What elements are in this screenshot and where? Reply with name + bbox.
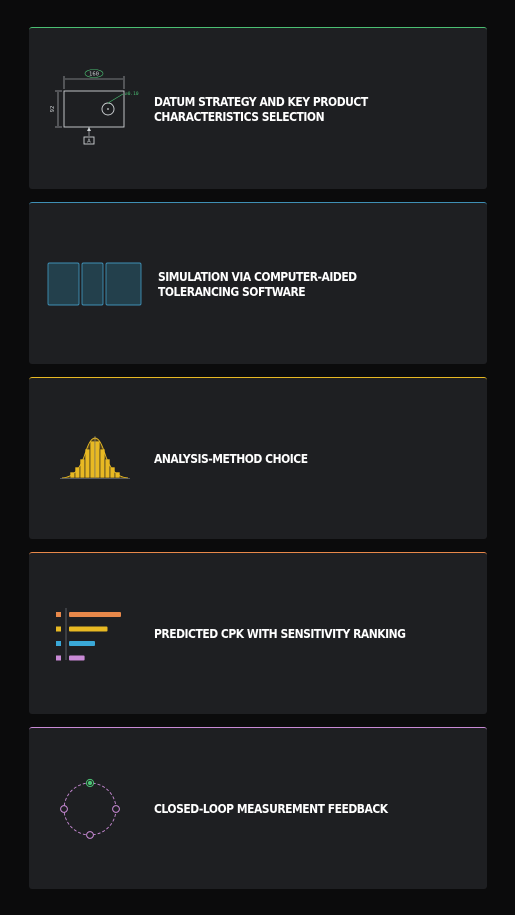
step-label: SIMULATION VIA COMPUTER-AIDED TOLERANCIN…	[158, 268, 357, 299]
sensitivity-bar	[69, 626, 108, 631]
sensitivity-bar	[69, 640, 95, 646]
step-label: CLOSED-LOOP MEASUREMENT FEEDBACK	[154, 801, 388, 816]
sensitivity-marker	[56, 655, 61, 660]
sensitivity-marker	[56, 626, 61, 631]
datum-drawing-icon: 160 92 ⌀0.10 A	[43, 28, 147, 189]
tolerance-label: ⌀0.10	[125, 91, 139, 97]
sensitivity-marker	[56, 611, 61, 617]
stacked-parts-icon	[43, 203, 147, 364]
bell-curve-histogram-icon	[43, 378, 147, 539]
step-card-simulation: SIMULATION VIA COMPUTER-AIDED TOLERANCIN…	[29, 202, 487, 364]
step-label: ANALYSIS-METHOD CHOICE	[154, 451, 308, 466]
dim-width-label: 160	[89, 71, 99, 77]
dim-height-label: 92	[50, 105, 56, 112]
step-card-feedback: CLOSED-LOOP MEASUREMENT FEEDBACK	[29, 727, 487, 889]
step-card-analysis-method: ANALYSIS-METHOD CHOICE	[29, 377, 487, 539]
sensitivity-bars-icon	[43, 553, 147, 714]
sensitivity-bar	[69, 611, 121, 617]
step-card-datum-strategy: 160 92 ⌀0.10 A DATUM STRATEGY AND KEY PR…	[29, 27, 487, 189]
process-steps: 160 92 ⌀0.10 A DATUM STRATEGY AND KEY PR…	[29, 27, 487, 902]
feedback-loop-icon	[43, 728, 147, 889]
step-label: PREDICTED CPK WITH SENSITIVITY RANKING	[154, 626, 406, 641]
sensitivity-bar	[69, 655, 85, 660]
sensitivity-marker	[56, 640, 61, 646]
datum-label: A	[87, 138, 91, 144]
step-card-predicted-cpk: PREDICTED CPK WITH SENSITIVITY RANKING	[29, 552, 487, 714]
step-label: DATUM STRATEGY AND KEY PRODUCT CHARACTER…	[154, 93, 368, 124]
